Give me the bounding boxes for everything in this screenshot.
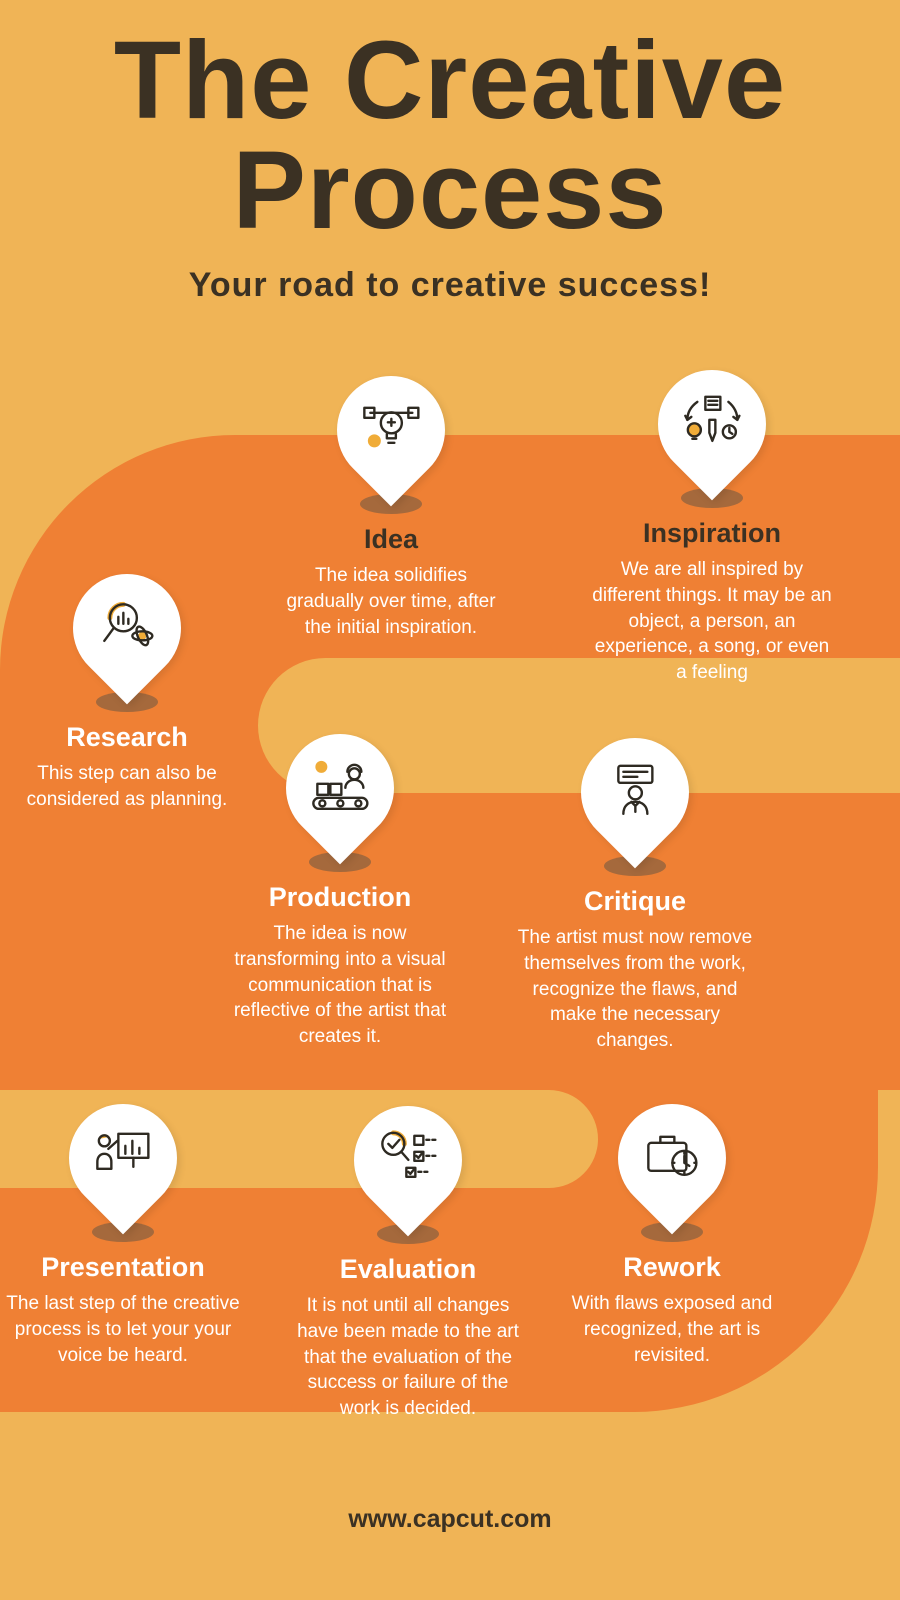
step-description: It is not until all changes have been ma… <box>297 1295 519 1420</box>
rework-icon <box>642 1128 702 1189</box>
map-pin <box>50 551 204 705</box>
page-title-line2: Process <box>232 129 668 252</box>
map-pin <box>314 353 468 507</box>
step-research: Research This step can also be considere… <box>20 551 234 813</box>
pin-wrap <box>46 1081 200 1242</box>
step-title: Rework <box>623 1252 721 1282</box>
step-idea: Idea The idea solidifies gradually over … <box>285 353 497 640</box>
step-rework: Rework With flaws exposed and recognized… <box>556 1081 788 1368</box>
presentation-icon <box>92 1128 154 1189</box>
map-pin <box>263 711 417 865</box>
step-presentation: Presentation The last step of the creati… <box>6 1081 240 1368</box>
map-pin <box>635 347 789 501</box>
step-inspiration: Inspiration We are all inspired by diffe… <box>592 347 832 686</box>
page-title-line1: The Creative <box>113 19 787 142</box>
map-pin <box>558 715 712 869</box>
idea-icon <box>360 400 422 461</box>
map-pin <box>595 1081 749 1235</box>
header: The Creative Process Your road to creati… <box>0 26 900 305</box>
evaluation-icon <box>378 1130 438 1191</box>
map-pin <box>46 1081 200 1235</box>
step-description: The artist must now remove themselves fr… <box>517 927 753 1052</box>
step-production: Production The idea is now transforming … <box>226 711 454 1050</box>
step-evaluation: Evaluation It is not until all changes h… <box>288 1083 528 1422</box>
step-description: The last step of the creative process is… <box>6 1293 240 1366</box>
pin-wrap <box>558 715 712 876</box>
pin-wrap <box>314 353 468 514</box>
page-title: The Creative Process <box>0 26 900 246</box>
step-title: Production <box>268 882 412 912</box>
step-title: Idea <box>363 524 419 554</box>
step-description: The idea solidifies gradually over time,… <box>286 565 496 638</box>
step-description: The idea is now transforming into a visu… <box>233 923 447 1048</box>
page-subtitle: Your road to creative success! <box>188 266 712 304</box>
footer-url[interactable]: www.capcut.com <box>348 1505 552 1533</box>
pin-wrap <box>331 1083 485 1244</box>
step-title: Evaluation <box>339 1254 477 1284</box>
critique-icon <box>606 762 664 823</box>
pin-wrap <box>595 1081 749 1242</box>
inspiration-icon <box>681 394 743 455</box>
step-title: Critique <box>583 886 686 916</box>
step-description: With flaws exposed and recognized, the a… <box>571 1293 773 1366</box>
pin-wrap <box>263 711 417 872</box>
pin-wrap <box>635 347 789 508</box>
pin-wrap <box>50 551 204 712</box>
step-title: Inspiration <box>642 518 781 548</box>
step-title: Presentation <box>41 1252 205 1282</box>
step-description: We are all inspired by different things.… <box>592 559 832 684</box>
step-description: This step can also be considered as plan… <box>26 763 228 810</box>
production-icon <box>309 758 371 819</box>
research-icon <box>97 598 157 659</box>
step-title: Research <box>66 722 188 752</box>
step-critique: Critique The artist must now remove them… <box>513 715 757 1054</box>
map-pin <box>331 1083 485 1237</box>
